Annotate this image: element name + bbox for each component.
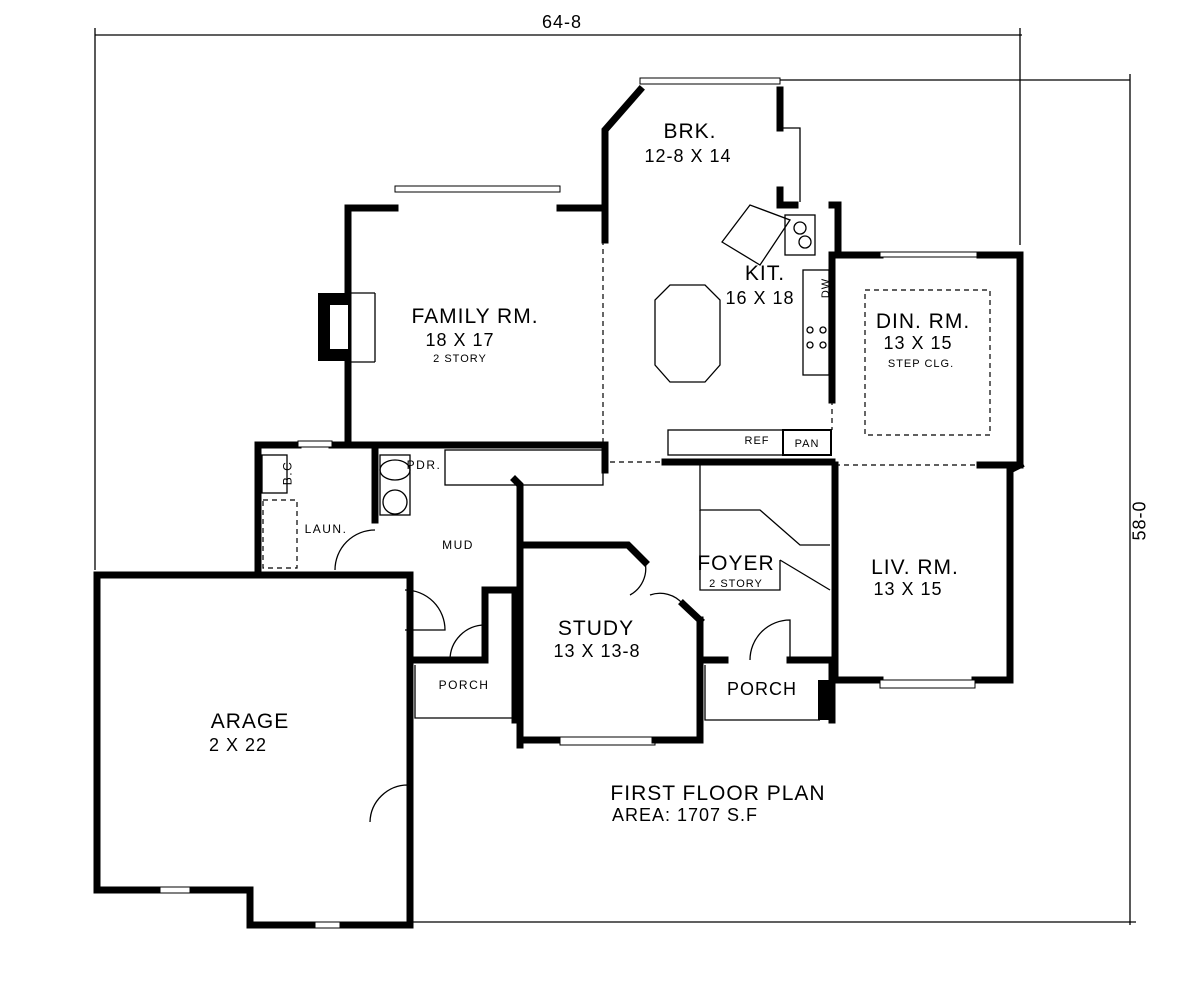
- breakfast-kitchen-walls: [601, 77, 842, 466]
- kitchen-name: KIT.: [744, 262, 786, 285]
- bench-closet-label: B.C: [280, 460, 295, 486]
- family-room-note: 2 STORY: [433, 353, 487, 365]
- breakfast-name: BRK.: [663, 120, 717, 143]
- study-name: STUDY: [557, 617, 635, 640]
- dishwasher-label: DW: [820, 277, 833, 299]
- width-dimension: 64-8: [541, 12, 583, 32]
- depth-dimension: 58-0: [1129, 500, 1150, 541]
- laundry-label: LAUN.: [304, 522, 348, 536]
- dining-room-note: STEP CLG.: [887, 358, 955, 370]
- side-porch-label: PORCH: [438, 678, 490, 692]
- pantry-label: PAN: [794, 438, 820, 450]
- powder-room-label: PDR.: [406, 458, 442, 472]
- garage-size: 2 X 22: [208, 735, 268, 755]
- foyer-name: FOYER: [697, 552, 775, 575]
- mud-label: MUD: [442, 538, 474, 552]
- plan-area: AREA: 1707 S.F: [611, 805, 759, 825]
- breakfast-size: 12-8 X 14: [644, 146, 732, 166]
- living-room-name: LIV. RM.: [871, 556, 959, 579]
- family-room-name: FAMILY RM.: [411, 305, 539, 328]
- family-room-size: 18 X 17: [425, 330, 495, 350]
- garage-walls: [93, 571, 524, 929]
- mud-laundry-walls: [254, 440, 604, 576]
- dining-room-name: DIN. RM.: [875, 310, 971, 333]
- family-room-walls: [318, 185, 609, 474]
- study-walls: [516, 541, 705, 749]
- garage-name: ARAGE: [210, 710, 290, 733]
- dimension-lines: [94, 28, 1136, 925]
- dining-living-walls: [831, 251, 1025, 689]
- plan-title: FIRST FLOOR PLAN: [610, 782, 826, 805]
- refrigerator-label: REF: [744, 435, 770, 447]
- living-room-size: 13 X 15: [873, 579, 943, 599]
- kitchen-size: 16 X 18: [725, 288, 795, 308]
- foyer-note: 2 STORY: [709, 578, 763, 590]
- front-porch-label: PORCH: [726, 679, 798, 699]
- dining-room-size: 13 X 15: [883, 333, 953, 353]
- study-size: 13 X 13-8: [553, 641, 641, 661]
